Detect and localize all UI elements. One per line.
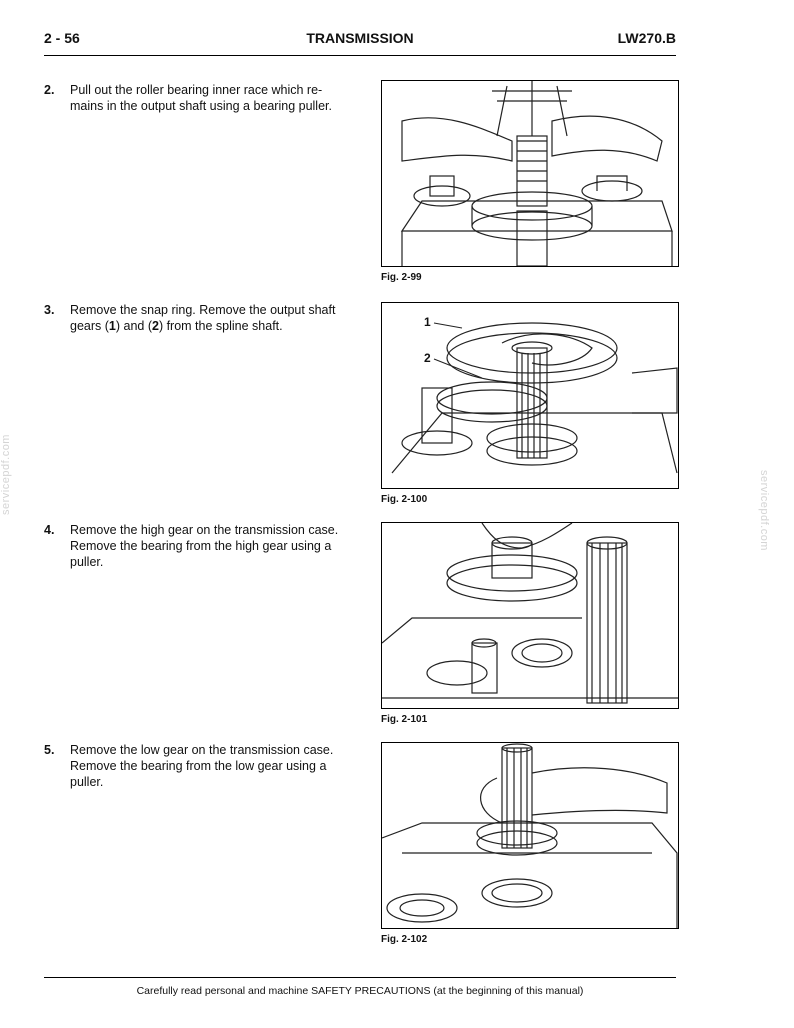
section-title: TRANSMISSION	[306, 30, 414, 46]
step-number: 3.	[44, 303, 55, 317]
page-header: 2 - 56 TRANSMISSION LW270.B	[44, 30, 676, 52]
figure-2-100: 1 2	[381, 302, 679, 489]
step-number: 4.	[44, 523, 55, 537]
header-rule	[44, 55, 676, 56]
reference-2: 2	[152, 319, 159, 333]
model-name: LW270.B	[617, 30, 676, 46]
watermark-left: servicepdf.com	[0, 434, 12, 515]
step-text: Remove the low gear on the transmission …	[70, 743, 334, 789]
figure-caption: Fig. 2-101	[381, 714, 428, 725]
output-shaft-gears-illustration	[391, 322, 678, 474]
step-number: 5.	[44, 743, 55, 757]
page-footer: Carefully read personal and machine SAFE…	[136, 985, 584, 997]
step-text: Remove the high gear on the transmission…	[70, 523, 339, 569]
step-number: 2.	[44, 83, 55, 97]
reference-1: 1	[108, 319, 116, 333]
figure-caption: Fig. 2-100	[381, 494, 428, 505]
footer-rule	[44, 977, 676, 978]
figure-2-99	[381, 80, 679, 267]
bearing-puller-illustration	[400, 81, 673, 266]
watermark-right: servicepdf.com	[758, 470, 770, 551]
step-text: Remove the snap ring. Remove the output …	[70, 303, 336, 333]
callout-2: 2	[424, 351, 431, 365]
figure-2-102	[381, 742, 679, 929]
callout-1: 1	[424, 315, 431, 329]
figure-2-101	[381, 522, 679, 709]
figure-caption: Fig. 2-102	[381, 934, 428, 945]
page-number: 2 - 56	[44, 30, 80, 46]
step-text: Pull out the roller bearing inner race w…	[70, 83, 332, 113]
low-gear-illustration	[382, 743, 678, 928]
figure-caption: Fig. 2-99	[381, 272, 422, 283]
high-gear-illustration	[382, 523, 678, 704]
